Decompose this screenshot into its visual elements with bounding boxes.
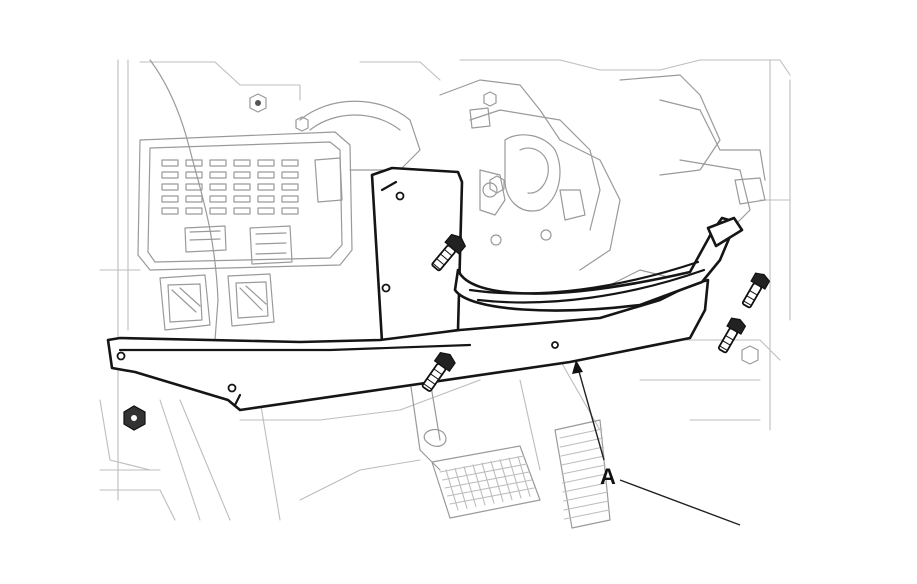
junction-box — [137, 131, 353, 331]
pad-ridge — [517, 455, 531, 497]
fuse-slot — [281, 171, 299, 179]
pad-ridge — [559, 437, 604, 448]
callout-a: A — [572, 360, 741, 526]
fuse-slot — [233, 195, 251, 203]
fuse-slot — [281, 183, 299, 191]
pad-ridge — [439, 455, 525, 473]
fuse-slot — [161, 159, 179, 167]
bracket-hole — [395, 191, 405, 201]
fuse-slot — [209, 159, 227, 167]
fuse-slot — [257, 207, 275, 215]
brake-pedal — [409, 379, 541, 519]
fuse-slot — [233, 207, 251, 215]
pad-ridge — [508, 457, 522, 499]
bracket-hole — [551, 341, 559, 349]
pad-ridge — [446, 479, 533, 497]
fuse-grid — [161, 159, 299, 215]
pad-ridge — [444, 471, 530, 489]
pad-ridge — [441, 463, 528, 481]
pad-ridge — [562, 482, 608, 493]
pad-ridge — [499, 459, 513, 501]
callout-arrow — [577, 367, 605, 461]
bracket-hole — [227, 383, 237, 393]
bracket-hole — [116, 351, 126, 361]
fuse-slot — [209, 171, 227, 179]
fuse-slot — [257, 159, 275, 167]
pad-ridge — [449, 487, 535, 505]
fuse-slot — [257, 183, 275, 191]
arrow-head-icon — [572, 360, 583, 374]
fuse-slot — [161, 171, 179, 179]
fuse-slot — [185, 195, 203, 203]
fuse-slot — [281, 159, 299, 167]
bolt-upper-tab — [431, 233, 467, 272]
fuse-slot — [233, 159, 251, 167]
fuse-slot — [161, 183, 179, 191]
pad-ridge — [563, 500, 609, 511]
callout-leader-line — [619, 479, 741, 526]
fuse-slot — [209, 183, 227, 191]
fuse-slot — [185, 207, 203, 215]
mounting-bolts — [421, 233, 771, 392]
background-fasteners — [123, 91, 759, 431]
fuse-slot — [281, 195, 299, 203]
pad-ridge — [560, 455, 605, 466]
fuse-slot — [185, 159, 203, 167]
pad-ridge — [563, 509, 610, 520]
fuse-slot — [185, 183, 203, 191]
pad-ridge — [560, 446, 605, 457]
bolt-right-lower — [717, 317, 747, 354]
bolt-right-upper — [741, 272, 771, 309]
fuse-slot — [209, 195, 227, 203]
fuse-slot — [281, 207, 299, 215]
pad-ridge — [561, 473, 607, 484]
pedal-mechanism — [299, 74, 766, 301]
callout-label-a: A — [600, 464, 616, 489]
bolt-center — [421, 351, 456, 392]
crash-pad-lower-bracket — [106, 166, 744, 412]
fuse-slot — [233, 183, 251, 191]
dashboard-structure — [99, 59, 791, 521]
fuse-slot — [161, 207, 179, 215]
pad-ridge — [562, 491, 609, 502]
fuse-slot — [185, 171, 203, 179]
brake-pad-texture — [439, 455, 535, 511]
fuse-slot — [257, 195, 275, 203]
bracket-hole — [381, 283, 391, 293]
fuse-slot — [257, 171, 275, 179]
fuse-slot — [161, 195, 179, 203]
fuse-slot — [209, 207, 227, 215]
pad-ridge — [561, 464, 606, 475]
fuse-slot — [233, 171, 251, 179]
